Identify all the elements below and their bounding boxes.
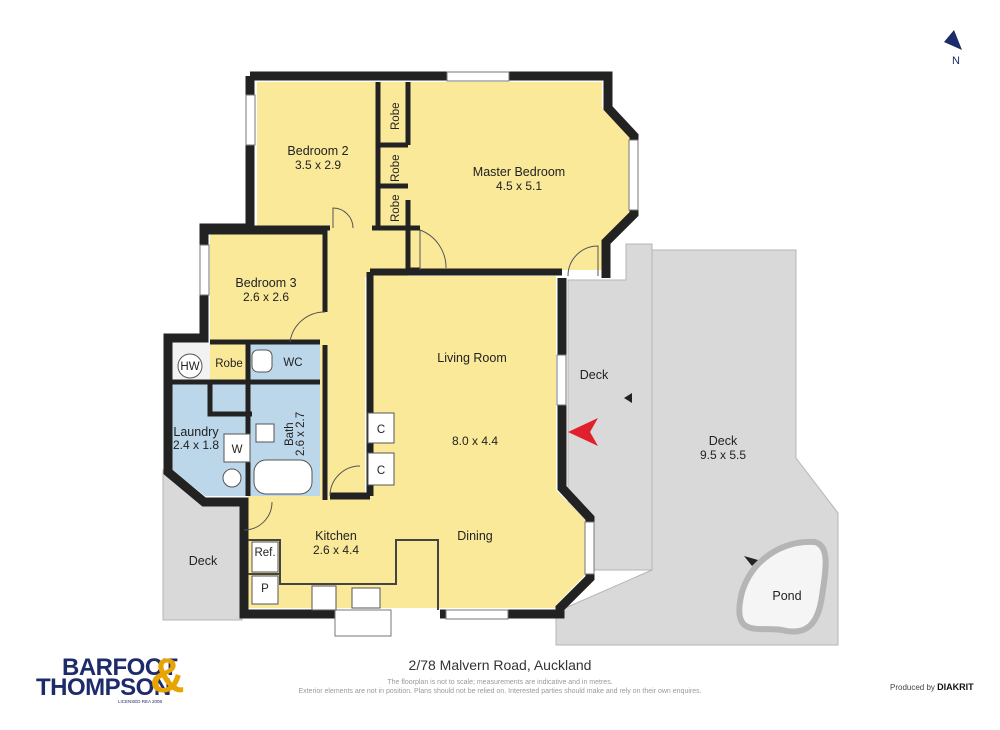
window-bottom xyxy=(445,609,509,620)
door-bed2 xyxy=(332,207,354,229)
window-living xyxy=(556,354,567,406)
bedroom3-area xyxy=(210,232,320,342)
laundry-dims: 2.4 x 1.8 xyxy=(173,438,219,452)
windows xyxy=(199,71,639,637)
brand-line1: BARFOOT xyxy=(62,654,178,681)
master-bedroom-dims: 4.5 x 5.1 xyxy=(496,179,542,193)
kitchen-dims: 2.6 x 4.4 xyxy=(313,543,359,557)
laundry-tub xyxy=(222,468,242,488)
bedroom3-name: Bedroom 3 xyxy=(235,276,296,290)
disclaimer-line2: Exterior elements are not in position. P… xyxy=(298,688,702,695)
door-kitchen xyxy=(243,501,273,531)
cupboard1-label: C xyxy=(377,424,385,436)
living-room-dims: 8.0 x 4.4 xyxy=(452,434,498,448)
stove xyxy=(311,585,337,611)
washer-label: W xyxy=(232,444,243,456)
deck-big-area xyxy=(555,249,839,646)
wc-label: WC xyxy=(283,357,302,369)
bedroom2-dims: 3.5 x 2.9 xyxy=(295,158,341,172)
produced-by-name: DIAKRIT xyxy=(937,682,974,692)
window-dining xyxy=(584,521,595,575)
tub xyxy=(253,459,313,495)
sink-bath xyxy=(255,423,275,443)
pantry-box xyxy=(251,575,279,605)
brand-line2: THOMPSON xyxy=(36,674,171,701)
cupboard2-label: C xyxy=(377,465,385,477)
outer-wall xyxy=(163,71,639,619)
deck-areas xyxy=(162,243,839,646)
fridge-box xyxy=(251,541,279,573)
walls xyxy=(163,71,639,619)
robe2-label: Robe xyxy=(390,155,402,183)
window-master-bay xyxy=(628,139,639,211)
pond-shape xyxy=(736,538,829,635)
deck-east-name: Deck xyxy=(580,368,609,382)
dining-name: Dining xyxy=(457,529,492,543)
robe3-area xyxy=(210,342,248,382)
compass-arrow-icon xyxy=(944,30,962,50)
cupboard-1 xyxy=(367,412,395,444)
deck-west-name: Deck xyxy=(189,554,218,568)
hw-cylinder xyxy=(177,353,203,379)
produced-by-prefix: Produced by xyxy=(890,683,935,692)
window-bed2 xyxy=(245,94,256,146)
window-top xyxy=(446,71,510,82)
robe-strip-area xyxy=(380,82,408,227)
toilet xyxy=(251,349,273,373)
entry-arrow-deck xyxy=(624,393,632,403)
robe1-label: Robe xyxy=(390,103,402,131)
arrows xyxy=(624,393,758,566)
fridge-label: Ref. xyxy=(254,547,275,559)
robe4-label: Robe xyxy=(215,358,243,370)
doors xyxy=(243,207,599,531)
position-marker xyxy=(568,418,598,446)
entry-arrow-pond xyxy=(744,556,758,566)
window-kitchen-bay xyxy=(334,609,392,637)
laundry-area xyxy=(172,382,252,496)
deck-big-dims: 9.5 x 5.5 xyxy=(700,448,746,462)
master-bedroom-name: Master Bedroom xyxy=(473,165,565,179)
brand-ampersand: & xyxy=(150,650,185,703)
bedroom2-area xyxy=(257,82,380,227)
laundry-name: Laundry xyxy=(173,425,219,439)
master-bedroom-area xyxy=(408,82,630,270)
door-bed3 xyxy=(289,311,326,343)
door-master xyxy=(419,229,447,270)
bath-name: Bath xyxy=(284,422,296,446)
hw-label: HW xyxy=(180,361,199,373)
vanity-area xyxy=(210,382,252,414)
pond-name: Pond xyxy=(772,589,801,603)
disclaimer-line1: The floorplan is not to scale; measureme… xyxy=(387,679,613,686)
kitchen-counter xyxy=(248,539,439,610)
compass-label: N xyxy=(952,55,960,67)
produced-by: Produced by DIAKRIT xyxy=(890,682,974,692)
bedroom2-name: Bedroom 2 xyxy=(287,144,348,158)
door-bath xyxy=(329,465,361,497)
door-deck xyxy=(567,245,599,277)
window-bed3 xyxy=(199,244,210,296)
inner-walls xyxy=(172,82,420,500)
cupboard-2 xyxy=(367,452,395,486)
living-area xyxy=(370,276,585,608)
address: 2/78 Malvern Road, Auckland xyxy=(408,657,592,673)
living-room-name: Living Room xyxy=(437,351,506,365)
bath-dims: 2.6 x 2.7 xyxy=(295,412,307,456)
kitchen-sink xyxy=(351,587,381,609)
washer-box xyxy=(223,433,251,463)
kitchen-name: Kitchen xyxy=(315,529,357,543)
bedroom3-dims: 2.6 x 2.6 xyxy=(243,290,289,304)
fixtures xyxy=(177,349,395,611)
brand-tagline: LICENSED REA 2008 xyxy=(118,699,163,704)
deck-big-name: Deck xyxy=(709,434,738,448)
robe3-label: Robe xyxy=(390,195,402,223)
pantry-label: P xyxy=(261,583,269,595)
